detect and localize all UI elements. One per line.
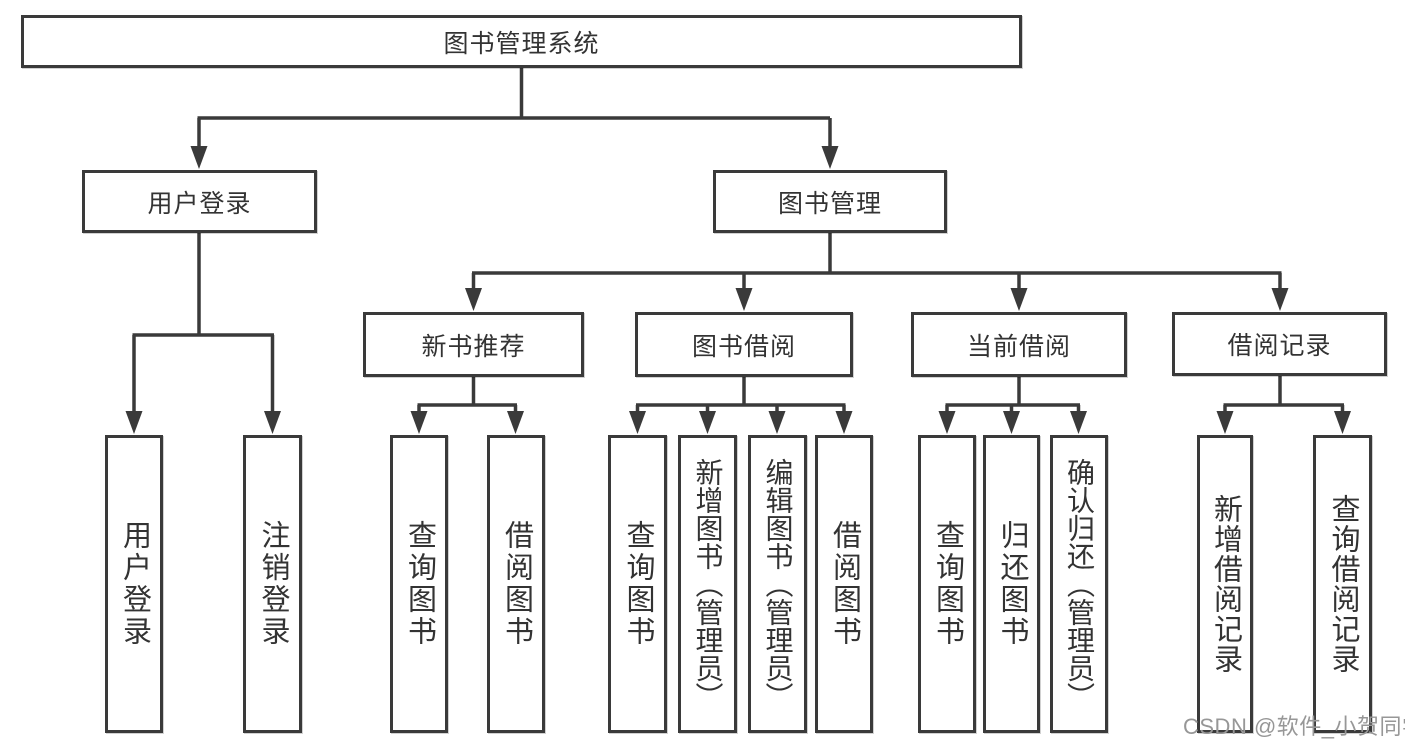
leaf-user-login: 用户登录 — [105, 435, 163, 733]
leaf-return-books: 归还图书 — [983, 435, 1040, 733]
leaf-add-borrow-record: 新增借阅记录 — [1197, 435, 1253, 733]
leaf-query-books-current: 查询图书 — [918, 435, 976, 733]
node-user-login: 用户登录 — [82, 170, 317, 233]
arrowheads — [125, 146, 1351, 434]
leaf-query-books-recommend: 查询图书 — [390, 435, 448, 733]
leaf-borrow-books-recommend: 借阅图书 — [487, 435, 545, 733]
leaf-add-books-admin: 新增图书（管理员） — [678, 435, 737, 733]
node-book-borrow: 图书借阅 — [635, 312, 853, 377]
leaf-edit-books-admin: 编辑图书（管理员） — [748, 435, 807, 733]
csdn-watermark: CSDN @软件_小贺同学 — [1183, 714, 1405, 739]
leaf-confirm-return-admin: 确认归还（管理员） — [1050, 435, 1108, 733]
leaf-borrow-books: 借阅图书 — [815, 435, 873, 733]
leaf-logout: 注销登录 — [243, 435, 302, 733]
node-root: 图书管理系统 — [21, 15, 1022, 68]
leaf-query-books-borrow: 查询图书 — [608, 435, 667, 733]
node-current-borrow: 当前借阅 — [911, 312, 1127, 377]
node-book-management: 图书管理 — [713, 170, 947, 233]
node-new-book-recommend: 新书推荐 — [363, 312, 584, 377]
leaf-query-borrow-record: 查询借阅记录 — [1313, 435, 1372, 733]
node-borrow-records: 借阅记录 — [1172, 312, 1387, 376]
